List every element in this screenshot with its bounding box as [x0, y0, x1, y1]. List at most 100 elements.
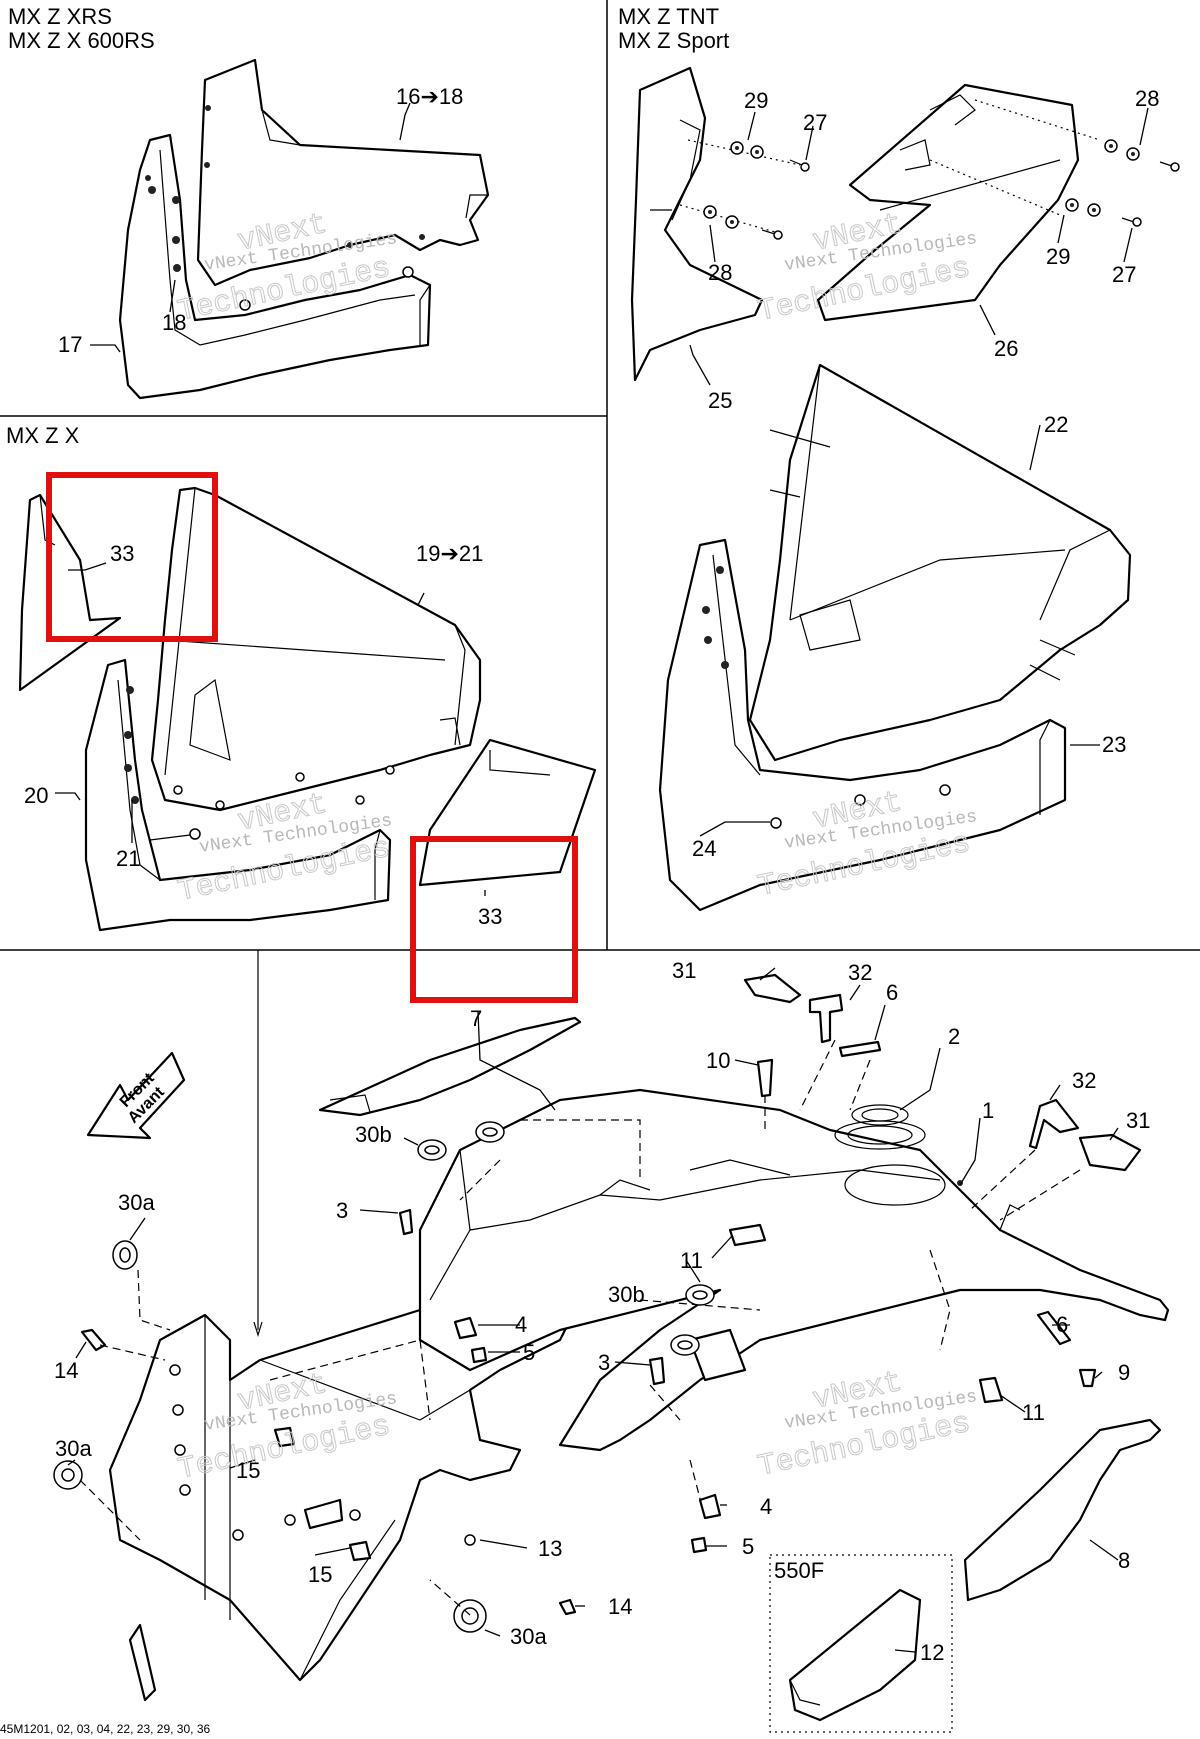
callout-3-lower: 3 — [598, 1350, 610, 1375]
clip-15-lower — [348, 1540, 372, 1562]
cover-7 — [318, 1016, 582, 1117]
middle-right-assembly — [658, 363, 1132, 912]
grommet-30b-lower — [670, 1284, 715, 1356]
callout-31-right: 31 — [1126, 1108, 1150, 1133]
screw-10 — [756, 1058, 774, 1098]
strip-6-top — [838, 1040, 882, 1058]
callout-28-right: 28 — [1135, 86, 1159, 111]
side-panel-20 — [84, 658, 392, 932]
callout-27-right: 27 — [1112, 262, 1136, 287]
model-label-xrs: MX Z XRS — [8, 4, 112, 29]
clip-4-lower — [698, 1493, 722, 1520]
callout-30a-top: 30a — [118, 1190, 155, 1215]
callout-5-lower: 5 — [742, 1534, 754, 1559]
callout-18: 18 — [162, 310, 186, 335]
callout-550f: 550F — [774, 1558, 824, 1583]
callout-6-top: 6 — [886, 980, 898, 1005]
clip-11-lower — [978, 1376, 1004, 1404]
model-label-x600rs: MX Z X 600RS — [8, 28, 155, 53]
bottom-assembly: Front Avant — [53, 950, 1170, 1733]
callout-30b-upper: 30b — [355, 1122, 392, 1147]
panel-dividers — [0, 0, 1200, 951]
callout-23: 23 — [1102, 732, 1126, 757]
screw-14-left — [80, 1328, 107, 1352]
callout-21: 21 — [116, 846, 140, 871]
top-right-deflectors — [630, 66, 1180, 386]
deflector-26 — [816, 83, 1080, 322]
callout-12: 12 — [920, 1640, 944, 1665]
windshield-22 — [748, 363, 1132, 762]
strip-6-lower — [1036, 1310, 1072, 1346]
front-arrow-icon — [86, 1051, 186, 1140]
highlight-box-33-left — [46, 472, 218, 642]
model-label-sport: MX Z Sport — [618, 28, 729, 53]
callout-5-upper: 5 — [523, 1340, 535, 1365]
callout-32-right: 32 — [1072, 1068, 1096, 1093]
callout-28-left: 28 — [708, 260, 732, 285]
callout-33-left: 33 — [110, 541, 134, 566]
callout-29-top: 29 — [744, 88, 768, 113]
latch-31-right — [1078, 1133, 1142, 1172]
pad-12 — [788, 1588, 922, 1722]
model-label-mxzx: MX Z X — [6, 423, 80, 448]
callout-10: 10 — [706, 1048, 730, 1073]
top-left-assembly — [90, 58, 490, 400]
side-panel-23 — [658, 538, 1067, 912]
screw-14-right — [558, 1598, 577, 1616]
callout-1: 1 — [982, 1098, 994, 1123]
washer-28-left — [703, 205, 739, 229]
callout-29-right: 29 — [1046, 244, 1070, 269]
clip-11-upper — [728, 1223, 767, 1247]
callout-4-upper: 4 — [515, 1312, 527, 1337]
callout-24: 24 — [692, 836, 716, 861]
callout-19-21: 19➔21 — [416, 541, 483, 566]
callout-6-lower: 6 — [1056, 1312, 1068, 1337]
callout-26: 26 — [994, 336, 1018, 361]
callout-14-left: 14 — [54, 1358, 78, 1383]
clip-4-upper — [453, 1316, 478, 1340]
clip-15-upper — [273, 1426, 296, 1448]
latch-32-top — [808, 993, 844, 1044]
washer-28-right — [1104, 139, 1180, 172]
screw-9 — [1078, 1368, 1097, 1388]
screw-27-top — [789, 159, 810, 172]
callout-33-right: 33 — [478, 904, 502, 929]
deflector-33-left — [18, 493, 122, 692]
callout-30a-left: 30a — [55, 1436, 92, 1461]
callout-16-18: 16➔18 — [396, 84, 463, 109]
callout-15-upper: 15 — [236, 1458, 260, 1483]
callout-31-top: 31 — [672, 958, 696, 983]
callout-4-lower: 4 — [760, 1494, 772, 1519]
callout-20: 20 — [24, 783, 48, 808]
callout-13: 13 — [538, 1536, 562, 1561]
reference-code: 45M1201, 02, 03, 04, 22, 23, 29, 30, 36 — [0, 1722, 210, 1736]
grommet-30b-upper — [417, 1121, 505, 1161]
callout-3-top: 3 — [336, 1198, 348, 1223]
screw-3-top — [398, 1208, 414, 1236]
console-1 — [418, 1088, 1170, 1452]
callout-32-top: 32 — [848, 960, 872, 985]
washer-29-right — [1065, 198, 1142, 227]
deflector-25 — [630, 66, 764, 382]
washer-29-top — [730, 141, 764, 159]
callout-14-right: 14 — [608, 1594, 632, 1619]
screw-3-lower — [648, 1356, 666, 1386]
callout-8: 8 — [1118, 1548, 1130, 1573]
callout-30a-bottom: 30a — [510, 1624, 547, 1649]
highlight-box-33-right — [410, 836, 578, 1003]
callout-27-top: 27 — [803, 110, 827, 135]
callout-7: 7 — [470, 1006, 482, 1031]
callout-9: 9 — [1118, 1360, 1130, 1385]
clip-5-lower — [690, 1536, 708, 1554]
deflector-33-right — [418, 738, 597, 887]
windshield-19-21 — [150, 486, 482, 812]
option-box-550f — [769, 1554, 953, 1733]
callout-30b-lower: 30b — [608, 1282, 645, 1307]
middle-left-assembly — [18, 486, 597, 932]
callout-17: 17 — [58, 332, 82, 357]
model-label-tnt: MX Z TNT — [618, 4, 719, 29]
side-panel-17 — [118, 133, 432, 400]
callout-2: 2 — [948, 1024, 960, 1049]
guard-8 — [963, 1418, 1162, 1602]
